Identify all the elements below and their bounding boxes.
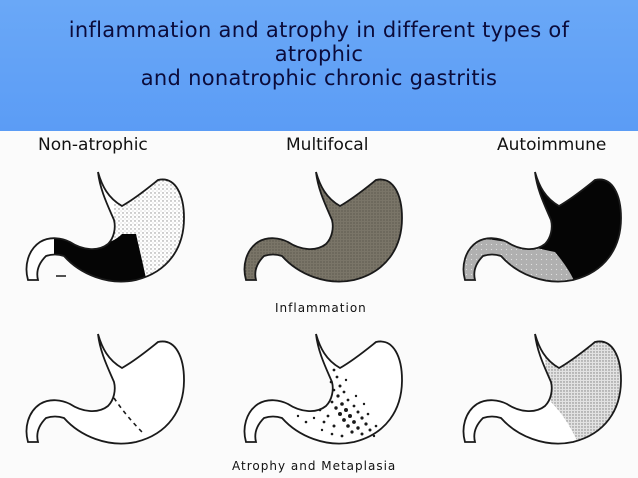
stomach-outline [462,333,622,445]
column-label-non-atrophic: Non-atrophic [38,135,148,155]
stomach-non-atrophic-atrophy [25,333,185,445]
slide-title-line-2: atrophic [274,42,364,66]
slide-title-line-3: and nonatrophic chronic gastritis [140,66,498,90]
stomach-outline [462,171,622,283]
stomach-multifocal-inflammation [243,171,403,283]
column-label-autoimmune: Autoimmune [497,135,607,155]
row-label-atrophy-metaplasia: Atrophy and Metaplasia [232,459,397,473]
antrum-boundary [113,397,145,435]
stomach-non-atrophic-inflammation [25,171,185,283]
row-label-inflammation: Inflammation [275,301,367,315]
stomach-autoimmune-atrophy [462,333,622,445]
stomach-outline [25,171,185,283]
stomach-autoimmune-inflammation [462,171,622,283]
stomach-outline [25,333,185,445]
stomach-multifocal-atrophy [243,333,403,445]
title-banner: inflammation and atrophy in different ty… [0,0,638,131]
multifocal-atrophy-foci [296,368,378,438]
slide-title: inflammation and atrophy in different ty… [0,18,638,90]
stomach-outline [243,171,403,283]
column-label-multifocal: Multifocal [286,135,369,155]
slide-title-line-1: inflammation and atrophy in different ty… [68,18,570,42]
stomach-outline [243,333,403,445]
